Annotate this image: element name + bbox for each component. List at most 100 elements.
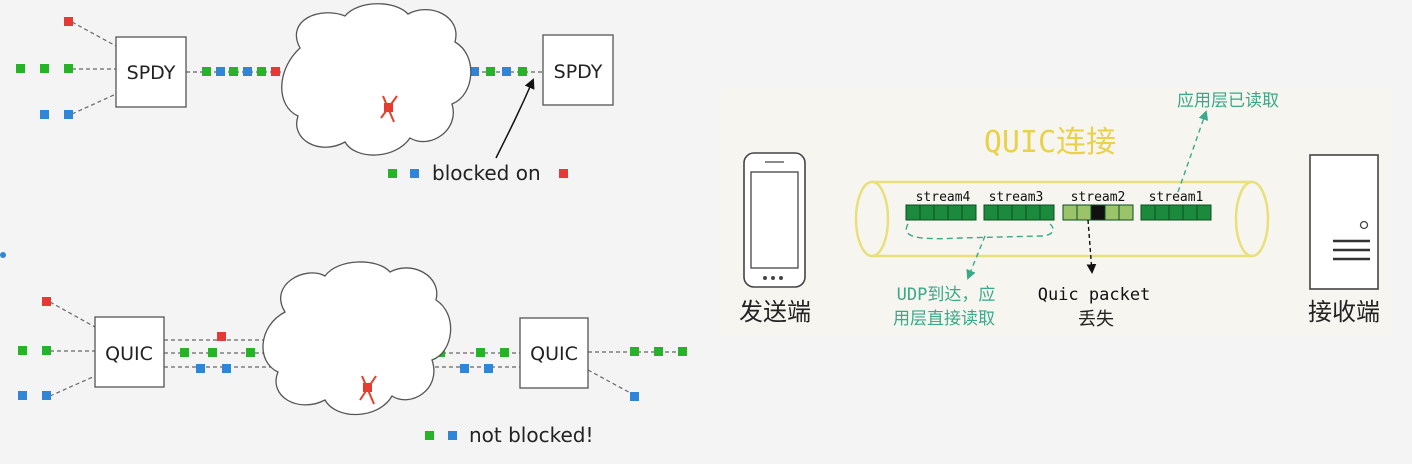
lost-packet-label-2: 丢失: [1078, 309, 1114, 330]
quic-connection-panel: [722, 88, 1390, 336]
packet-dot: [630, 347, 639, 356]
spdy-right-box: [542, 34, 614, 106]
caption-red-dot: [559, 169, 568, 178]
packet-dot: [64, 64, 73, 73]
stream3-block: [997, 204, 1013, 221]
quic-diagram: QUIC QUIC not blocked!: [18, 261, 687, 447]
stream2-block: [1104, 204, 1120, 221]
stream3-block: [983, 204, 999, 221]
stream1-block: [1168, 204, 1184, 221]
packet-dot: [64, 17, 73, 26]
phone-icon: [743, 152, 806, 288]
stream-label: stream4: [916, 190, 971, 205]
stream3-block: [1039, 204, 1055, 221]
caption-blue-dot: [410, 169, 419, 178]
packet-dot: [476, 348, 485, 357]
quic-connection-diagram: 发送端 接收端 QUIC连接 stream4 stream3 stream2 s…: [722, 88, 1390, 336]
stream3-block: [1011, 204, 1027, 221]
stream-label: stream1: [1149, 190, 1204, 205]
packet-dot: [42, 297, 51, 306]
stream4-block: [919, 204, 935, 221]
stream4-block: [947, 204, 963, 221]
stream4-block: [961, 204, 977, 221]
packet-dot: [217, 332, 226, 341]
packet-dot: [40, 64, 49, 73]
spdy-left-box: [115, 36, 187, 108]
packet-dot: [243, 67, 252, 76]
quic-left-box: [94, 316, 165, 388]
stream4-block: [905, 204, 921, 221]
packet-dot: [486, 67, 495, 76]
packet-dot: [40, 110, 49, 119]
packet-dot: [484, 364, 493, 373]
lost-packet-block: [1090, 204, 1106, 221]
spdy-cloud: [281, 3, 472, 156]
packet-dot: [16, 64, 25, 73]
caption-green-dot: [388, 169, 397, 178]
packet-dot: [518, 67, 527, 76]
stream1-block: [1196, 204, 1212, 221]
quic-x-icon: [359, 375, 377, 405]
sender-label: 发送端: [739, 298, 811, 326]
stream1-block: [1140, 204, 1156, 221]
quic-cloud: [262, 261, 452, 416]
stream-blocks: [905, 204, 1212, 221]
quic-pipe: [854, 180, 1270, 258]
lost-packet-label-1: Quic packet: [1038, 285, 1151, 305]
packet-dot: [246, 348, 255, 357]
packet-dot: [654, 347, 663, 356]
stream2-block: [1076, 204, 1092, 221]
stream-label: stream2: [1071, 190, 1126, 205]
quic-right-box: [519, 317, 589, 389]
udp-arrival-bracket: [905, 223, 1054, 240]
packet-dot: [470, 67, 479, 76]
udp-arrival-label-2: 用层直接读取: [893, 309, 995, 329]
spdy-x-icon: [380, 95, 398, 123]
packet-dot: [460, 364, 469, 373]
udp-arrival-label-1: UDP到达，应: [897, 285, 996, 305]
packet-dot: [502, 67, 511, 76]
stream1-block: [1154, 204, 1170, 221]
stream4-block: [933, 204, 949, 221]
packet-dot: [222, 364, 231, 373]
spdy-blocked-arrow: [495, 78, 535, 159]
quic-caption: not blocked!: [469, 423, 593, 447]
packet-dot: [202, 67, 211, 76]
spdy-diagram: SPDY SPDY blocked on: [16, 3, 614, 185]
edge-marker: [0, 252, 6, 258]
packet-dot: [208, 348, 217, 357]
quic-left-label: QUIC: [105, 343, 153, 365]
packet-dot: [196, 364, 205, 373]
stream-labels: stream4 stream3 stream2 stream1: [916, 190, 1204, 205]
udp-arrival-arrow: [966, 235, 986, 280]
stream2-block: [1062, 204, 1078, 221]
stream2-block: [1118, 204, 1134, 221]
receiver-label: 接收端: [1308, 298, 1380, 326]
packet-dot: [630, 392, 639, 401]
packet-dot: [257, 67, 266, 76]
server-icon: [1309, 154, 1379, 290]
packet-dot: [42, 346, 51, 355]
packet-dot: [42, 391, 51, 400]
stream3-block: [1025, 204, 1041, 221]
packet-dot: [180, 348, 189, 357]
packet-dot: [229, 67, 238, 76]
packet-dot: [64, 110, 73, 119]
quic-right-label: QUIC: [530, 343, 578, 365]
spdy-left-label: SPDY: [127, 62, 176, 84]
connection-title: QUIC连接: [984, 125, 1116, 160]
spdy-caption: blocked on: [432, 161, 541, 185]
quic-caption-green-dot: [425, 431, 434, 440]
quic-caption-blue-dot: [448, 431, 457, 440]
stream1-block: [1182, 204, 1198, 221]
stream-label: stream3: [989, 190, 1044, 205]
app-read-label: 应用层已读取: [1177, 91, 1279, 111]
packet-dot: [18, 346, 27, 355]
packet-dot: [216, 67, 225, 76]
packet-dot: [18, 391, 27, 400]
packet-dot: [271, 67, 280, 76]
packet-dot: [678, 347, 687, 356]
packet-dot: [500, 348, 509, 357]
lost-packet-arrow: [1086, 219, 1097, 274]
